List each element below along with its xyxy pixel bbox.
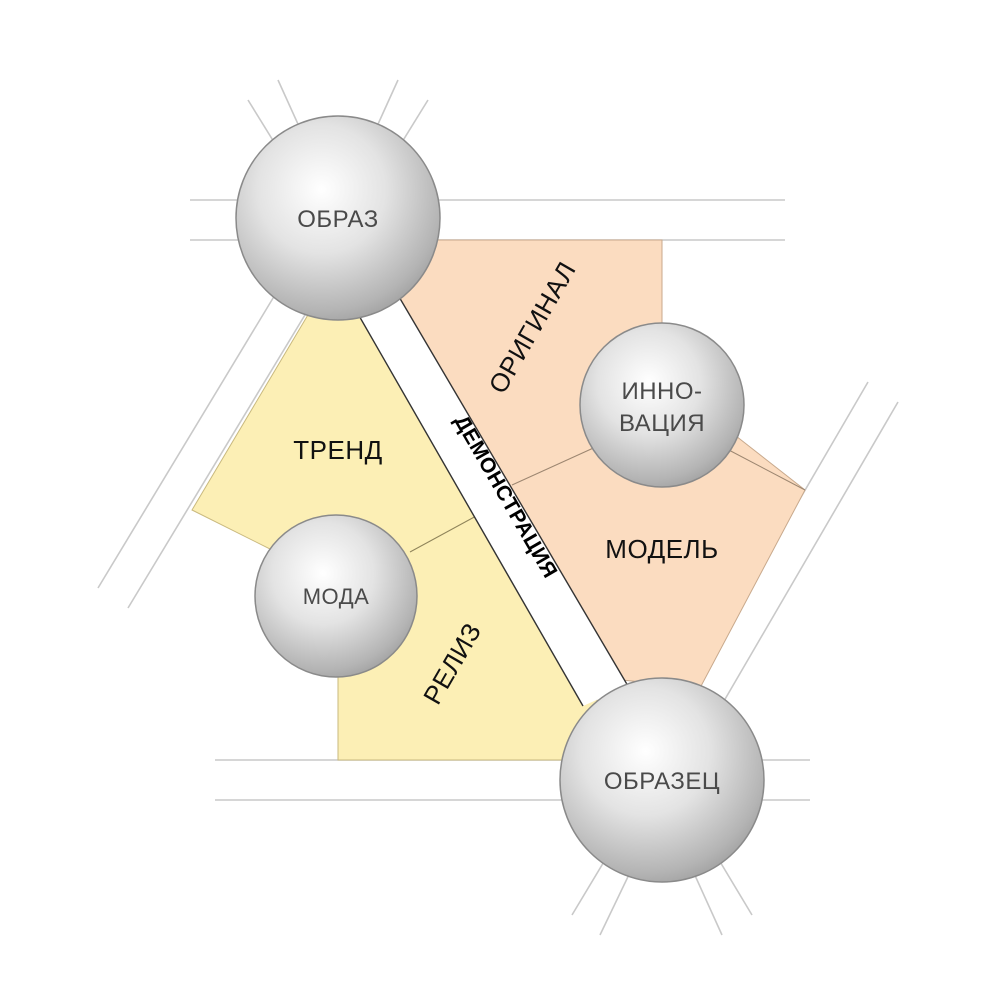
node-label-obrazets: ОБРАЗЕЦ <box>604 768 720 795</box>
left-diagonal-outer <box>97 269 291 589</box>
yellow-divider <box>409 514 479 553</box>
peach-divider <box>511 444 601 486</box>
peach-divider-right <box>724 447 806 491</box>
sphere-obraz <box>235 115 441 321</box>
sphere-obrazets <box>559 677 765 883</box>
node-label-innovatsiya-2: ВАЦИЯ <box>619 410 705 437</box>
node-label-innovatsiya-1: ИННО- <box>621 378 702 405</box>
demonstration-band-edge-right <box>394 289 629 687</box>
demonstration-band <box>350 290 628 706</box>
right-diagonal-inner <box>709 401 899 726</box>
sphere-innovatsiya <box>579 322 745 488</box>
region-label-trend: ТРЕНД <box>293 435 382 465</box>
left-diagonal-inner <box>127 289 321 609</box>
demonstration-band-edge-left <box>349 299 584 707</box>
node-label-obraz: ОБРАЗ <box>297 206 379 233</box>
region-label-model: МОДЕЛЬ <box>605 534 718 564</box>
sphere-moda <box>254 514 418 678</box>
node-label-moda: МОДА <box>303 584 370 609</box>
